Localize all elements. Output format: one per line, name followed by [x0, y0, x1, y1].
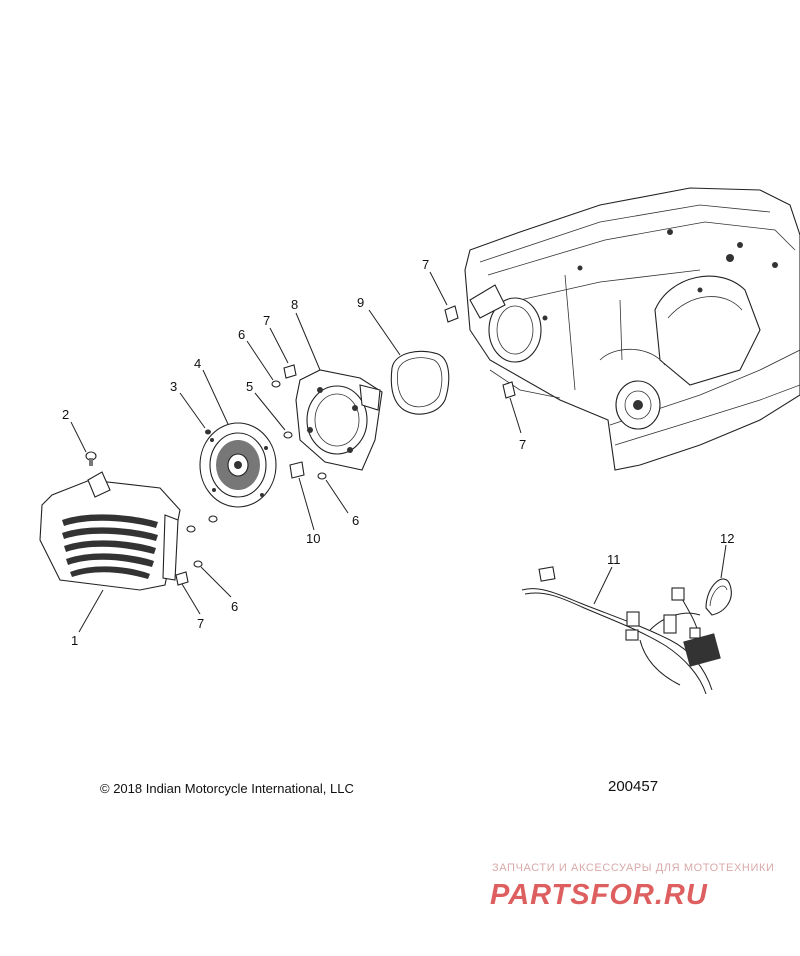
callout-4: 4 [194, 356, 201, 371]
cable-tie-loop [705, 578, 732, 616]
leader-lines [70, 271, 727, 633]
saddlebag-housing [464, 187, 800, 471]
callout-3: 3 [170, 379, 177, 394]
screw-2 [85, 451, 97, 466]
grille-slots [62, 514, 158, 579]
speaker-bracket [295, 369, 383, 471]
speaker-grille [39, 471, 181, 591]
watermark-logo-text: PARTSFOR.RU [490, 879, 708, 911]
callout-7-housing-bottom: 7 [519, 437, 526, 452]
callout-6-right: 6 [352, 513, 359, 528]
callout-7-housing-top: 7 [422, 257, 429, 272]
callout-10: 10 [306, 531, 320, 546]
gasket-ring [390, 350, 450, 415]
figure-id: 200457 [608, 778, 659, 795]
wiring-harness [521, 566, 721, 695]
watermark-tagline: ЗАПЧАСТИ И АКСЕССУАРЫ ДЛЯ МОТОТЕХНИКИ [492, 862, 775, 874]
callout-8: 8 [291, 297, 298, 312]
callout-2: 2 [62, 407, 69, 422]
callout-7-bracket: 7 [263, 313, 270, 328]
callout-11: 11 [607, 552, 621, 567]
callout-1: 1 [71, 633, 78, 648]
callout-5: 5 [246, 379, 253, 394]
copyright-notice: © 2018 Indian Motorcycle International, … [100, 781, 354, 796]
callout-labels: 1 2 3 4 5 6 6 6 7 7 7 7 8 9 10 11 12 [62, 257, 734, 648]
watermark-logo: PARTSFOR.RU [490, 879, 708, 911]
callout-6-upper: 6 [238, 327, 245, 342]
callout-9: 9 [357, 295, 364, 310]
callout-6-lower: 6 [231, 599, 238, 614]
fasteners [175, 305, 516, 586]
callout-12: 12 [720, 531, 734, 546]
speaker [199, 422, 277, 508]
callout-7-grille: 7 [197, 616, 204, 631]
